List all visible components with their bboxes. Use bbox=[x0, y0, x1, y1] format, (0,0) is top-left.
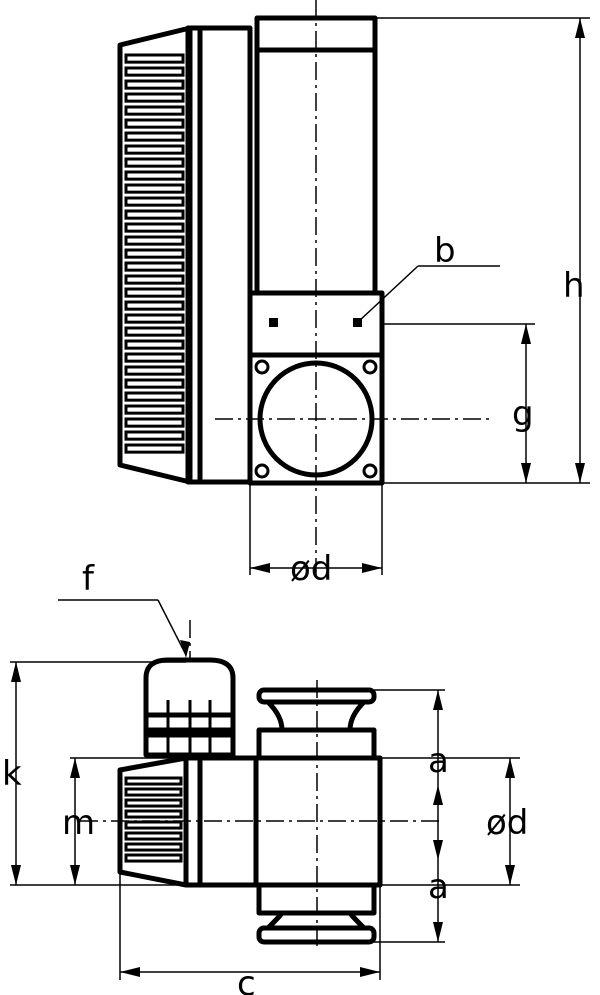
knurl-ridge bbox=[124, 209, 185, 220]
label-diameter-d-side: ød bbox=[486, 803, 528, 843]
top-view: b h g ød bbox=[117, 0, 590, 589]
knurl-ridge bbox=[124, 53, 185, 64]
knurl-ridge bbox=[124, 842, 183, 852]
knurl-ridge bbox=[124, 378, 185, 389]
knurled-knob-top bbox=[117, 25, 193, 485]
knurl-ridge bbox=[124, 326, 185, 337]
knurl-ridge bbox=[124, 261, 185, 272]
body-plate bbox=[197, 25, 253, 485]
knurl-ridge bbox=[124, 809, 183, 819]
knurl-ridge bbox=[124, 118, 185, 129]
knurl-ridge bbox=[124, 313, 185, 324]
label-c: c bbox=[237, 964, 256, 995]
knurl-ridge bbox=[124, 300, 185, 311]
knurl-ridge bbox=[124, 352, 185, 363]
screw-hole bbox=[362, 359, 378, 375]
label-f: f bbox=[82, 559, 95, 599]
knurl-ridge bbox=[124, 79, 185, 90]
bolt-marker bbox=[353, 318, 362, 327]
knurl-ridge bbox=[124, 391, 185, 402]
knurl-ridge bbox=[124, 787, 183, 797]
knurl-ridge bbox=[124, 776, 183, 786]
label-g: g bbox=[512, 394, 534, 434]
knurl-ridge bbox=[124, 222, 185, 233]
knurled-knob-side bbox=[117, 755, 189, 888]
screw-hole bbox=[254, 463, 270, 479]
knurl-ridge bbox=[124, 798, 183, 808]
knurl-ridge bbox=[124, 248, 185, 259]
label-a-upper: a bbox=[428, 741, 449, 781]
screw-hole bbox=[254, 359, 270, 375]
knurl-ridge bbox=[124, 443, 185, 454]
knurl-ridge bbox=[124, 274, 185, 285]
screw-hole bbox=[362, 463, 378, 479]
label-h: h bbox=[563, 266, 585, 306]
knurl-ridge bbox=[124, 157, 185, 168]
cable-gland bbox=[143, 657, 236, 758]
label-diameter-d-top: ød bbox=[290, 549, 332, 589]
knurl-ridge bbox=[124, 66, 185, 77]
side-view: f k m a a ød c bbox=[2, 559, 528, 995]
knurl-ridge bbox=[124, 196, 185, 207]
knurl-ridge bbox=[124, 170, 185, 181]
knurl-ridge bbox=[124, 183, 185, 194]
knurl-ridge bbox=[124, 287, 185, 298]
knurl-ridge bbox=[124, 92, 185, 103]
bolt-marker bbox=[269, 318, 278, 327]
knurl-ridge bbox=[124, 235, 185, 246]
label-k: k bbox=[2, 754, 22, 794]
knurl-ridge bbox=[124, 853, 183, 863]
knurl-ridge bbox=[124, 430, 185, 441]
knurl-ridge bbox=[124, 339, 185, 350]
knurl-ridge bbox=[124, 820, 183, 830]
knurl-ridge bbox=[124, 831, 183, 841]
knurl-ridge bbox=[124, 365, 185, 376]
knurl-ridge bbox=[124, 144, 185, 155]
label-m: m bbox=[62, 803, 95, 843]
knurl-ridge bbox=[124, 105, 185, 116]
label-a-lower: a bbox=[428, 867, 449, 907]
label-b: b bbox=[434, 231, 456, 271]
knurl-ridge bbox=[124, 131, 185, 142]
knurl-ridge bbox=[124, 404, 185, 415]
knurl-ridge bbox=[124, 417, 185, 428]
